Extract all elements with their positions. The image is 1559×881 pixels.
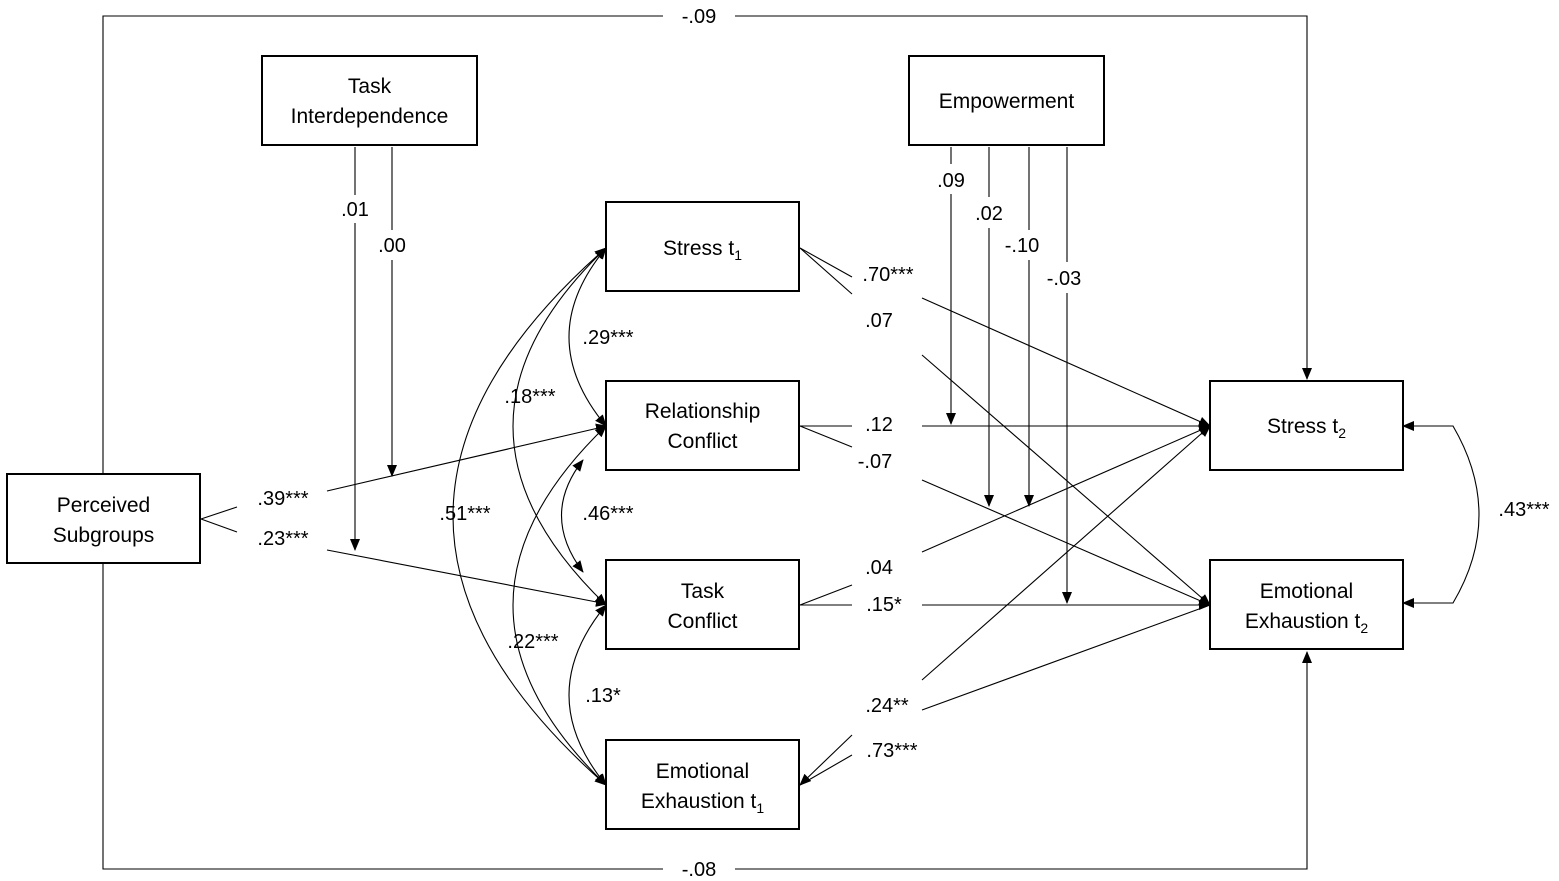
emotional-exhaustion-t2-subscript: 2 [1360, 620, 1368, 636]
cov-stress1-rc [568, 247, 607, 427]
cov-stress2-ee2 [1402, 421, 1480, 608]
coef-tc-stress2: .04 [865, 557, 893, 579]
coef-emp-mod-4: -.03 [1047, 268, 1081, 290]
emotional-exhaustion-t1-line1: Emotional [656, 760, 749, 783]
task-conflict-line1: Task [681, 580, 725, 603]
emotional-exhaustion-t1-subscript: 1 [756, 800, 764, 816]
coef-ps-to-rc: .39*** [257, 488, 308, 510]
path-stress1-ee2 [799, 247, 1210, 605]
path-ps-to-stress-t2 [102, 15, 1307, 474]
emotional-exhaustion-t2-line2: Exhaustion t2 [1245, 610, 1369, 636]
emotional-exhaustion-t1-line2: Exhaustion t1 [641, 790, 765, 816]
stress-t2-text: Stress t [1267, 415, 1338, 438]
cov-rc-ee1 [512, 425, 607, 786]
node-task-interdependence: Task Interdependence [261, 55, 478, 146]
node-relationship-conflict: Relationship Conflict [605, 380, 800, 471]
coef-cov-rc-tc: .46*** [582, 503, 633, 525]
cov-rc-tc [560, 459, 584, 573]
coef-tc-ee2: .15* [866, 594, 902, 616]
cov-tc-ee1 [568, 604, 607, 786]
stress-t2-label: Stress t2 [1267, 415, 1346, 441]
emotional-exhaustion-t2-text: Exhaustion t [1245, 610, 1361, 633]
node-empowerment: Empowerment [908, 55, 1105, 146]
emotional-exhaustion-t1-text: Exhaustion t [641, 790, 757, 813]
stress-t2-subscript: 2 [1338, 425, 1346, 441]
path-ee1-ee2 [800, 604, 1211, 785]
stress-t1-label: Stress t1 [663, 237, 742, 263]
emotional-exhaustion-t2-line1: Emotional [1260, 580, 1353, 603]
coef-ti-mod-2: .00 [378, 235, 406, 257]
perceived-subgroups-line1: Perceived [57, 494, 150, 517]
coef-stress1-ee2: .07 [865, 310, 893, 332]
node-emotional-exhaustion-t2: Emotional Exhaustion t2 [1209, 559, 1404, 650]
coef-cov-tc-ee1: .13* [585, 685, 621, 707]
stress-t1-subscript: 1 [734, 247, 742, 263]
coef-cov-stress1-rc: .29*** [582, 327, 633, 349]
perceived-subgroups-line2: Subgroups [53, 524, 155, 547]
path-stress1-stress2 [799, 247, 1210, 426]
coef-rc-ee2: -.07 [858, 451, 892, 473]
task-interdependence-line2: Interdependence [291, 105, 449, 128]
node-emotional-exhaustion-t1: Emotional Exhaustion t1 [605, 739, 800, 830]
coef-emp-mod-1: .09 [937, 170, 965, 192]
empowerment-label: Empowerment [939, 90, 1075, 113]
task-interdependence-line1: Task [348, 75, 392, 98]
node-perceived-subgroups: Perceived Subgroups [6, 473, 201, 564]
coef-emp-mod-3: -.10 [1005, 235, 1039, 257]
coef-rc-stress2: .12 [865, 414, 893, 436]
coef-stress1-stress2: .70*** [862, 264, 913, 286]
coef-ee1-ee2: .73*** [866, 740, 917, 762]
coefficient-labels: -.09 -.08 .01 .00 .09 .02 -.10 -.03 .39*… [257, 6, 1549, 881]
paths [102, 15, 1480, 870]
coef-emp-mod-2: .02 [975, 203, 1003, 225]
coef-ps-to-ee-t2: -.08 [682, 859, 716, 881]
node-task-conflict: Task Conflict [605, 559, 800, 650]
path-tc-stress2 [799, 426, 1210, 606]
path-ps-to-tc [200, 518, 607, 604]
task-conflict-line2: Conflict [667, 610, 737, 633]
coef-ps-to-tc: .23*** [257, 528, 308, 550]
coef-cov-stress1-tc: .18*** [504, 386, 555, 408]
node-stress-t2: Stress t2 [1209, 380, 1404, 471]
stress-t1-text: Stress t [663, 237, 734, 260]
path-ps-to-rc [200, 426, 607, 520]
coef-cov-stress2-ee2: .43*** [1498, 499, 1549, 521]
coef-cov-rc-ee1: .22*** [507, 631, 558, 653]
node-stress-t1: Stress t1 [605, 201, 800, 292]
path-rc-ee2 [799, 425, 1210, 605]
path-ps-to-ee-t2 [102, 563, 1307, 870]
coef-cov-stress1-ee1: .51*** [439, 503, 490, 525]
coef-ee1-stress2: .24** [865, 695, 909, 717]
coef-ps-to-stress-t2: -.09 [682, 6, 716, 28]
cov-stress1-ee1 [452, 247, 607, 786]
cov-stress1-tc [512, 247, 607, 606]
relationship-conflict-line1: Relationship [645, 400, 761, 423]
coef-ti-mod-1: .01 [341, 199, 369, 221]
relationship-conflict-line2: Conflict [667, 430, 737, 453]
